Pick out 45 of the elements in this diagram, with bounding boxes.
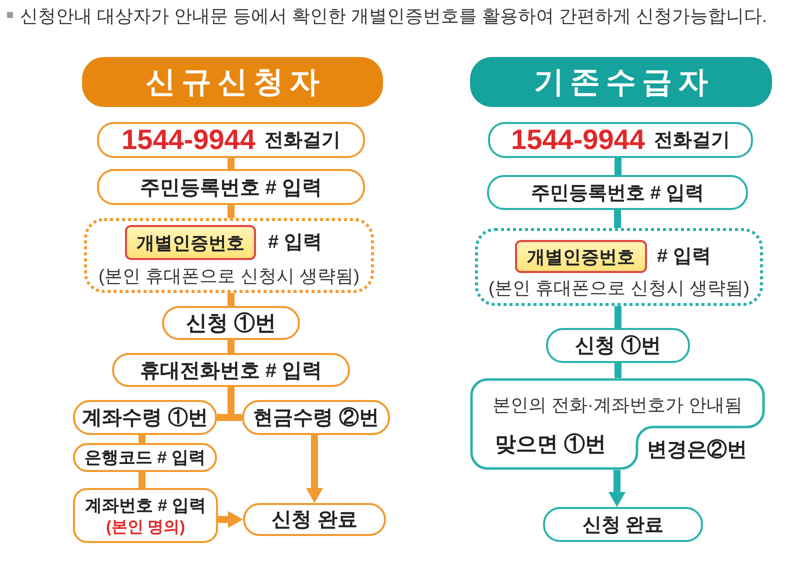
connector-line [138,435,146,443]
step-box [488,122,753,158]
step-box: 신청 ①번 [162,306,300,340]
option-label: 변경은②번 [647,438,747,463]
step-label: # 입력 [268,231,322,255]
highlight-box: 개별인증번호 [515,240,647,273]
note-text: (본인 휴대폰으로 신청시 생략됨) [488,277,750,300]
header-banner: 신규신청자 [82,57,383,107]
step-label: # 입력 [657,245,711,269]
step-box [97,122,365,158]
arrow [608,470,626,507]
connector-line [614,158,622,175]
step-box [73,488,218,543]
connector-line [228,158,234,169]
step-box: 휴대전화번호 # 입력 [112,353,350,387]
phone-number: 1544-9944 [122,124,256,156]
step-box: 신청 완료 [243,503,386,536]
connector-line [138,472,146,488]
step-box: 은행코드 # 입력 [73,443,217,472]
connector-line [228,205,234,218]
connector-line [228,340,234,353]
step-box: 주민등록번호 # 입력 [487,175,748,210]
highlight-box: 개별인증번호 [125,225,256,260]
arrow [306,435,323,503]
phone-number: 1544-9944 [511,124,645,156]
header-banner: 기존수급자 [470,57,772,107]
step-label: 전화걸기 [654,129,730,153]
step-label: 전화걸기 [264,129,340,153]
step-box: 신청 완료 [543,507,703,542]
option-label: 맞으면 ①번 [495,432,606,458]
message-text: 본인의 전화·계좌번호가 안내됨 [492,394,744,417]
note-text: (본인 휴대폰으로 신청시 생략됨) [98,265,360,288]
note-text: (본인 명의) [106,518,186,538]
connector-line [228,293,234,306]
step-box: 주민등록번호 # 입력 [97,169,365,205]
step-box: 계좌수령 ①번 [73,400,217,435]
step-label: 계좌번호 # 입력 [85,494,206,516]
connector-line [614,363,622,378]
message-box [470,378,765,470]
connector-line [614,210,621,228]
connector-line [614,306,622,328]
arrow [218,511,243,528]
step-box: 현금수령 ②번 [242,400,390,435]
intro-text: 신청안내 대상자가 안내문 등에서 확인한 개별인증번호를 활용하여 간편하게 신청가능합니다. [20,5,768,28]
step-box: 신청 ①번 [546,328,690,363]
